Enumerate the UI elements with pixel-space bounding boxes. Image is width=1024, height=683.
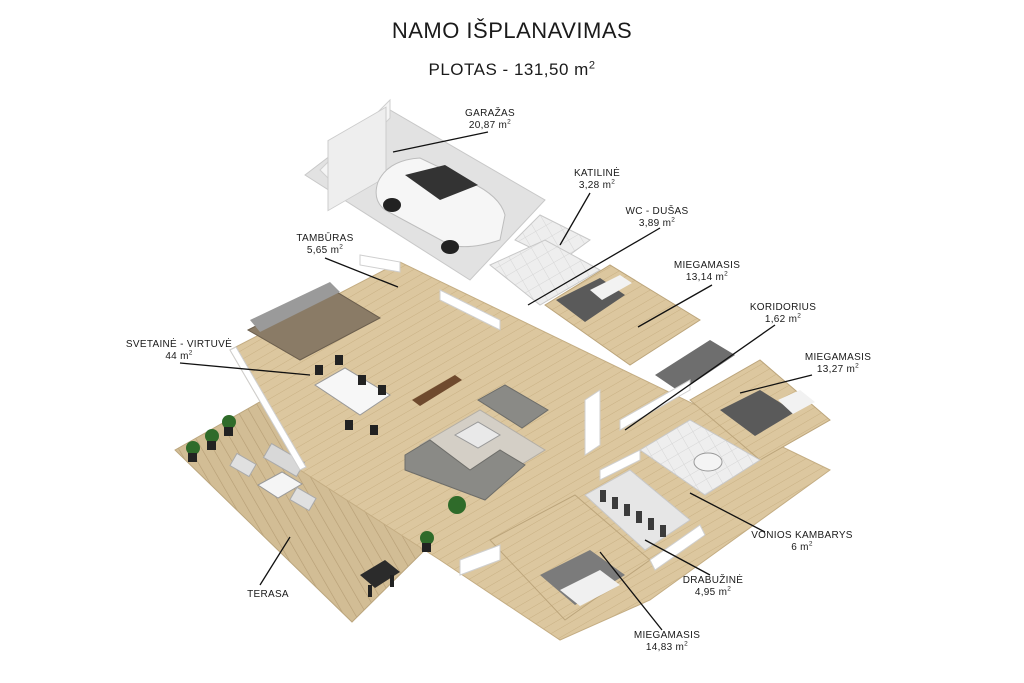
page-title: NAMO IŠPLANAVIMAS (391, 18, 633, 43)
room-name: KATILINĖ (573, 168, 621, 179)
car-icon (375, 157, 506, 254)
room-name: SVETAINĖ - VIRTUVĖ (125, 339, 233, 350)
room-area: 3,89 m2 (638, 216, 676, 229)
label-bedroom-2: MIEGAMASIS 13,27 m2 (805, 352, 871, 376)
label-wardrobe: DRABUŽINĖ 4,95 m2 (683, 575, 743, 599)
room-name: DRABUŽINĖ (682, 575, 744, 586)
room-name: TERASA (247, 589, 289, 600)
room-name: TAMBŪRAS (296, 233, 354, 244)
bedroom-2-bed (720, 390, 795, 436)
leader-lines (179, 131, 813, 631)
room-name: VONIOS KAMBARYS (751, 530, 853, 541)
label-boiler-room: KATILINĖ 3,28 m2 (574, 168, 620, 192)
tv-unit (412, 375, 462, 406)
label-vestibule: TAMBŪRAS 5,65 m2 (296, 233, 353, 257)
label-living-kitchen: SVETAINĖ - VIRTUVĖ 44 m2 (126, 339, 232, 363)
room-name: KORIDORIUS (749, 302, 817, 313)
room-area: 6 m2 (791, 540, 813, 553)
room-area: 1,62 m2 (764, 312, 802, 325)
garage-door-panel (327, 106, 387, 212)
sofa (404, 439, 526, 501)
label-corridor: KORIDORIUS 1,62 m2 (750, 302, 816, 326)
room-area: 13,14 m2 (685, 270, 729, 283)
label-garage: GARAŽAS 20,87 m2 (465, 108, 515, 132)
sofa-2 (477, 384, 549, 429)
potted-plant-icon (186, 415, 466, 545)
room-area: 3,28 m2 (578, 178, 616, 191)
terrace-table (257, 471, 303, 499)
label-bathroom: VONIOS KAMBARYS 6 m2 (751, 530, 853, 554)
room-name: MIEGAMASIS (804, 352, 872, 363)
room-area: 44 m2 (165, 349, 193, 362)
bedroom-3-bed (540, 550, 625, 605)
room-area: 20,87 m2 (468, 118, 512, 131)
room-name: GARAŽAS (465, 108, 515, 119)
room-name: MIEGAMASIS (673, 260, 741, 271)
wc-floor (489, 239, 602, 306)
total-area-sup: 2 (588, 59, 596, 72)
room-area: 14,83 m2 (645, 640, 689, 653)
label-bedroom-3: MIEGAMASIS 14,83 m2 (634, 630, 700, 654)
hanging-clothes (600, 490, 666, 537)
dining-table (314, 367, 391, 416)
room-name: WC - DUŠAS (625, 206, 689, 217)
label-bedroom-1: MIEGAMASIS 13,14 m2 (674, 260, 740, 284)
closet-1 (655, 340, 735, 392)
room-area: 5,65 m2 (306, 243, 344, 256)
label-terrace: TERASA (247, 589, 289, 601)
total-area-text: PLOTAS - 131,50 m (428, 60, 589, 79)
room-area: 4,95 m2 (694, 585, 732, 598)
label-wc-shower: WC - DUŠAS 3,89 m2 (626, 206, 689, 230)
room-area: 13,27 m2 (816, 362, 860, 375)
room-name: MIEGAMASIS (633, 630, 701, 641)
total-area: PLOTAS - 131,50 m2 (0, 60, 1024, 80)
dining-chairs (315, 355, 386, 435)
coffee-table (453, 421, 501, 449)
grill-icon (360, 560, 400, 597)
